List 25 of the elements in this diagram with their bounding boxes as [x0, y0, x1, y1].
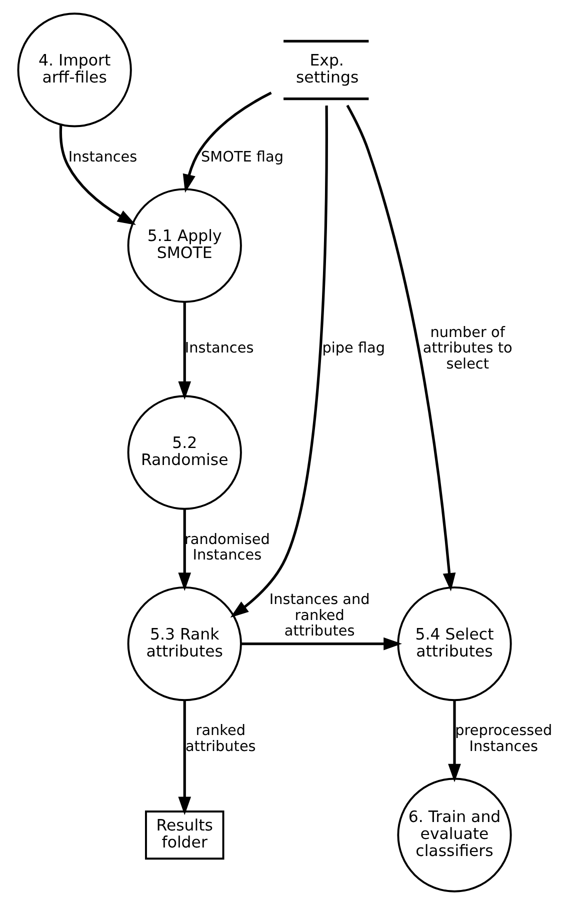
arrow — [178, 700, 192, 816]
node-circle: 4. Import arff-files — [17, 12, 132, 128]
edge-label: number of attributes to select — [422, 324, 512, 372]
node-box: Results folder — [145, 810, 224, 860]
arrow — [59, 124, 136, 226]
arrow — [346, 104, 456, 592]
node-circle: 6. Train and evaluate classifiers — [397, 778, 512, 892]
node-circle: 5.4 Select attributes — [397, 586, 512, 702]
arrow — [241, 637, 402, 650]
arrow — [178, 508, 192, 591]
arrow — [448, 700, 461, 782]
node-circle: 5.2 Randomise — [127, 395, 242, 510]
arrow — [178, 302, 192, 400]
edge-label: preprocessed Instances — [455, 723, 552, 755]
arrow — [182, 92, 272, 193]
edge-label: Instances and ranked attributes — [269, 592, 370, 640]
node-circle: 5.1 Apply SMOTE — [127, 188, 242, 303]
node-circle: 5.3 Rank attributes — [127, 586, 242, 702]
edge-label: SMOTE flag — [201, 149, 284, 166]
edge-label: ranked attributes — [185, 723, 256, 755]
node-text: Exp. settings — [296, 50, 359, 87]
edge-label: Instances — [68, 149, 138, 166]
edge-label: Instances — [184, 340, 254, 357]
edge-label: pipe flag — [322, 340, 386, 357]
arrow — [230, 106, 328, 618]
